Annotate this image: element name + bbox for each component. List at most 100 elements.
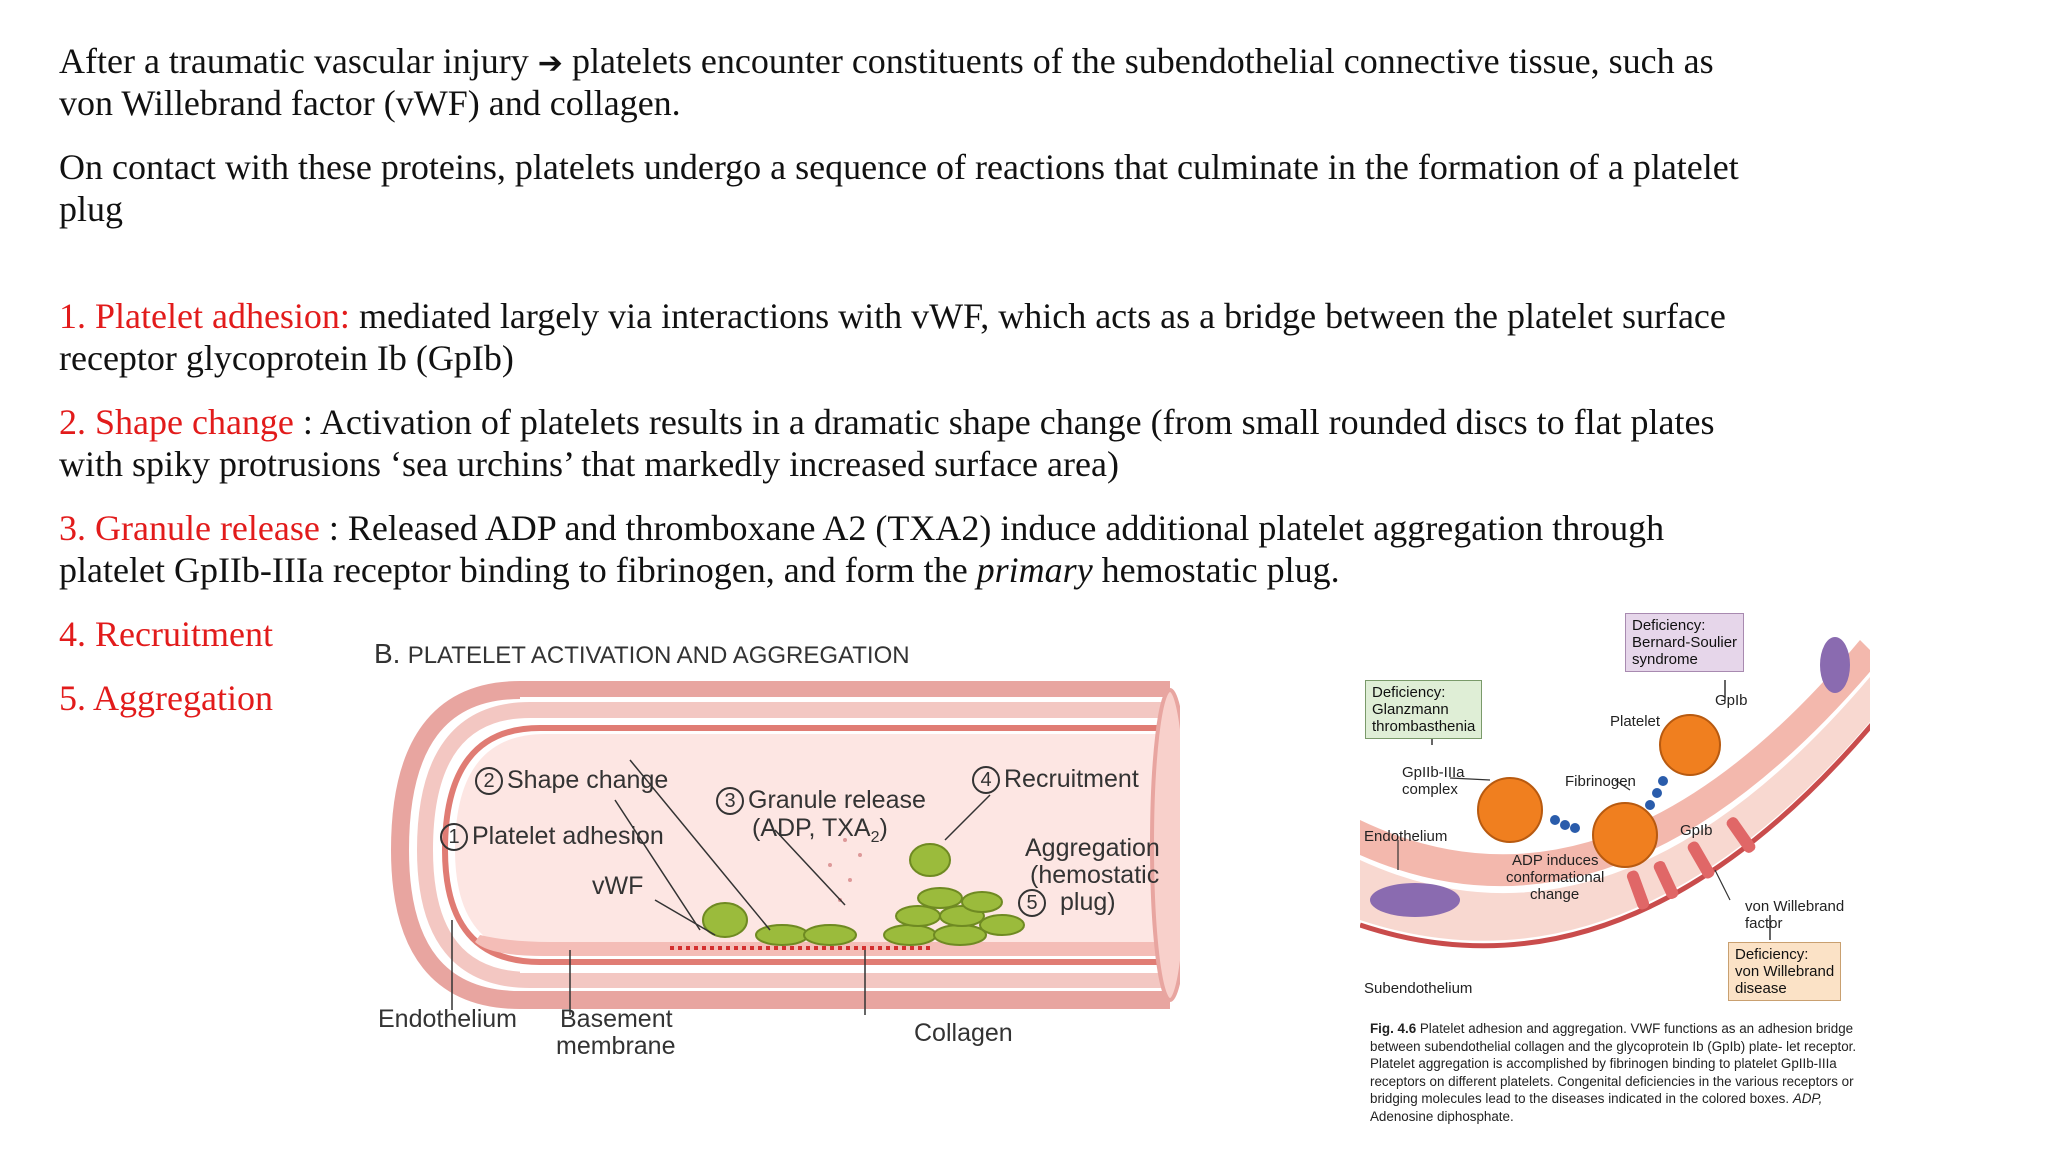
recruited-platelet [909, 843, 951, 877]
vwf-strand [1653, 860, 1679, 900]
step-1-line-1: 1. Platelet adhesion: mediated largely v… [59, 295, 1726, 337]
pointer-line [1449, 777, 1491, 781]
figure-b-title-text: PLATELET ACTIVATION AND AGGREGATION [407, 642, 910, 669]
label-collagen: Collagen [914, 1019, 1013, 1047]
vessel-middle-layer [416, 702, 1170, 988]
label-platelet-adhesion-text: Platelet adhesion [472, 822, 664, 850]
fibrinogen-bead [1645, 800, 1655, 810]
step-4-title: 4. Recruitment [59, 614, 273, 654]
caption-text-b: Adenosine diphosphate. [1370, 1108, 1514, 1124]
granule-sub-sub: 2 [870, 829, 880, 846]
def-bs-2: Bernard-Soulier [1632, 634, 1738, 651]
pointer-line [654, 899, 716, 936]
granule-dot [843, 838, 847, 842]
step-3-text-2a: platelet GpIIb-IIIa receptor binding to … [59, 550, 977, 590]
step-2-line-2: with spiky protrusions ‘sea urchins’ tha… [59, 444, 1119, 484]
vessel-edge [1360, 722, 1870, 949]
label-adp-3: change [1530, 886, 1580, 903]
caption-adp: ADP, [1792, 1091, 1823, 1106]
pointer-line [629, 759, 771, 931]
platelet-center [1592, 802, 1658, 868]
fibrinogen-bead [1550, 815, 1560, 825]
label-vwf: vWF [592, 872, 644, 900]
step-3-text-1: : Released ADP and thromboxane A2 (TXA2)… [319, 508, 1665, 548]
step-num-3: 3 [716, 787, 744, 815]
granule-dot [858, 853, 862, 857]
def-gl-1: Deficiency: [1372, 684, 1446, 701]
def-bs-1: Deficiency: [1632, 617, 1706, 634]
pointer-line [774, 829, 846, 906]
flattened-platelet [755, 924, 809, 946]
def-vw-3: disease [1735, 980, 1787, 997]
figure-b-title: B. PLATELET ACTIVATION AND AGGREGATION [374, 640, 910, 670]
step-num-1: 1 [440, 823, 468, 851]
pointer-arrow [944, 794, 991, 841]
label-aggregation-2: (hemostatic [1030, 861, 1160, 889]
vwf-strand [1726, 817, 1756, 853]
figure-b-letter: B. [374, 638, 401, 669]
label-subendothelium: Subendothelium [1364, 980, 1473, 997]
def-vw-2: von Willebrand [1735, 963, 1835, 980]
intro-text-a: After a traumatic vascular injury [59, 41, 529, 81]
label-granule-sub: (ADP, TXA2) [752, 814, 888, 852]
fibrinogen-bead [1560, 820, 1570, 830]
flattened-platelet [803, 924, 857, 946]
caption-text-a: Platelet adhesion and aggregation. VWF f… [1370, 1021, 1857, 1106]
figure-4-6-caption: Fig. 4.6 Platelet adhesion and aggregati… [1370, 1020, 1880, 1125]
deficiency-bernard-soulier-box: Deficiency: Bernard-Soulier syndrome [1625, 613, 1745, 672]
aggregated-platelet [961, 891, 1003, 913]
label-adp-1: ADP induces [1512, 852, 1599, 869]
fibrinogen-bead [1570, 823, 1580, 833]
def-gl-3: thrombasthenia [1372, 718, 1476, 735]
aggregated-platelet [917, 887, 963, 909]
pointer-line [1614, 779, 1631, 791]
step-5-title: 5. Aggregation [59, 678, 273, 718]
platelet-left [1477, 777, 1543, 843]
intro-text-b: platelets encounter constituents of the … [571, 41, 1714, 81]
vessel-inner-line [441, 725, 1170, 965]
granule-sub-text: (ADP, TXA [752, 814, 871, 842]
deficiency-von-willebrand-box: Deficiency: von Willebrand disease [1728, 942, 1842, 1001]
label-gpib-top: GpIb [1715, 692, 1748, 709]
aggregated-platelet [979, 914, 1025, 936]
def-vw-1: Deficiency: [1735, 946, 1809, 963]
label-gpib-mid: GpIb [1680, 822, 1713, 839]
label-gpiib-1: GpIIb-IIIa [1402, 764, 1465, 781]
label-adp-2: conformational [1506, 869, 1605, 886]
pointer-line [1714, 869, 1731, 901]
label-basement-2: membrane [556, 1032, 676, 1060]
step-3-text-2b: primary [976, 550, 1093, 590]
label-endothelium-46: Endothelium [1364, 828, 1448, 845]
step-2-line-1: 2. Shape change : Activation of platelet… [59, 401, 1715, 443]
fibrinogen-bead [1652, 788, 1662, 798]
step-num-4: 4 [972, 766, 1000, 794]
arrow-icon: ➔ [537, 47, 563, 80]
platelet-group [702, 838, 1025, 946]
intro-line-2: von Willebrand factor (vWF) and collagen… [59, 83, 681, 123]
label-aggregation-3-text: plug) [1060, 888, 1116, 916]
fibrinogen-bead [1658, 776, 1668, 786]
endothelial-nucleus-top [1820, 637, 1850, 693]
step-3-line-1: 3. Granule release : Released ADP and th… [59, 507, 1664, 549]
step-3-line-2: platelet GpIIb-IIIa receptor binding to … [59, 549, 1340, 591]
granule-dot [848, 878, 852, 882]
label-recruitment-text: Recruitment [1004, 765, 1139, 793]
vessel-outer-wall [390, 681, 1170, 1009]
label-basement-1: Basement [560, 1005, 673, 1033]
label-fibrinogen: Fibrinogen [1565, 773, 1636, 790]
aggregated-platelet [895, 905, 941, 927]
label-platelet: Platelet [1610, 713, 1661, 730]
label-aggregation-1: Aggregation [1025, 834, 1160, 862]
deficiency-glanzmann-box: Deficiency: Glanzmann thrombasthenia [1365, 680, 1483, 739]
label-shape-change-text: Shape change [507, 766, 669, 794]
step-1-title: 1. Platelet adhesion: [59, 296, 350, 336]
intro-line-4: plug [59, 189, 124, 229]
def-gl-2: Glanzmann [1372, 701, 1449, 718]
step-2-title: 2. Shape change [59, 402, 294, 442]
pointer-line [614, 799, 701, 931]
